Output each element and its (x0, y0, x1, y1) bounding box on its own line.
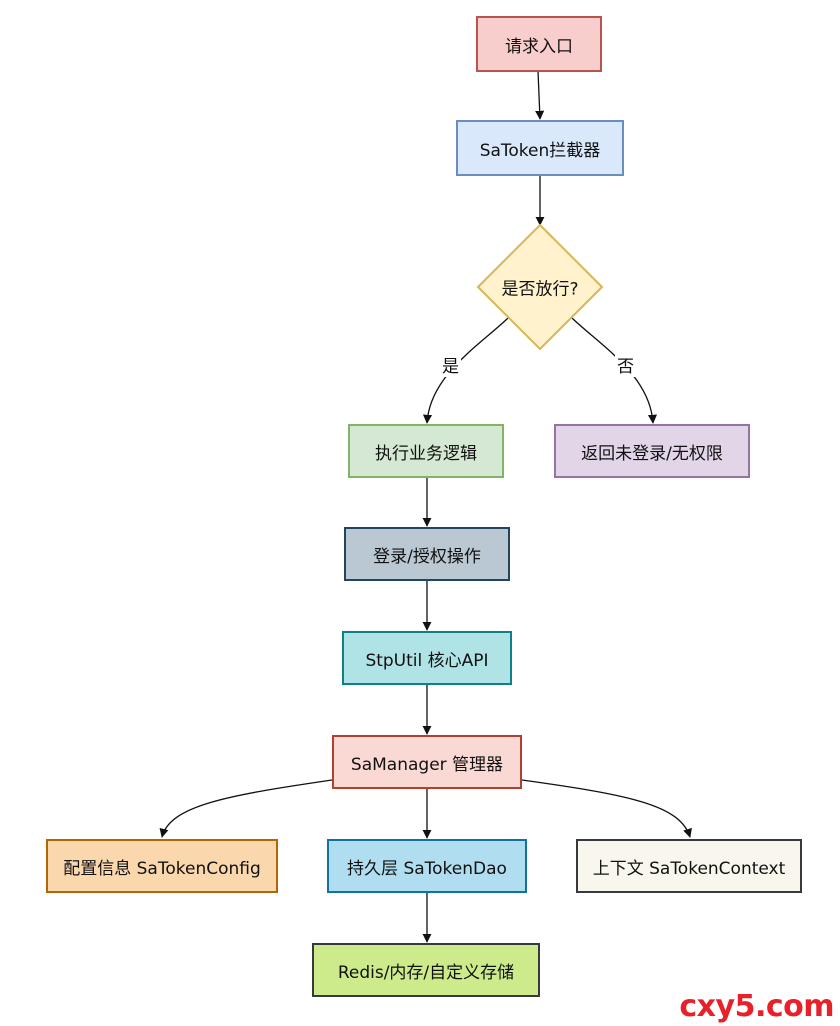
edge-manager-context (521, 779, 692, 838)
edge-manager-config (159, 779, 333, 838)
edge-label-no: 否 (615, 352, 636, 377)
node-dao: 持久层 SaTokenDao (327, 839, 527, 893)
node-context: 上下文 SaTokenContext (576, 839, 802, 893)
edge-decision-reject (571, 317, 658, 424)
node-storage: Redis/内存/自定义存储 (312, 943, 540, 997)
edge-entry-interceptor (535, 70, 545, 120)
node-manager: SaManager 管理器 (332, 735, 522, 789)
decision-diamond (476, 223, 604, 351)
node-business: 执行业务逻辑 (348, 424, 504, 478)
node-config: 配置信息 SaTokenConfig (46, 839, 278, 893)
node-reject: 返回未登录/无权限 (554, 424, 750, 478)
watermark-text: cxy5.com (679, 989, 834, 1024)
node-interceptor: SaToken拦截器 (456, 120, 624, 176)
node-entry: 请求入口 (476, 16, 602, 72)
node-stputil: StpUtil 核心API (342, 631, 512, 685)
node-decision-label: 是否放行? (501, 279, 579, 300)
node-login: 登录/授权操作 (344, 527, 510, 581)
edge-label-yes: 是 (440, 352, 461, 377)
